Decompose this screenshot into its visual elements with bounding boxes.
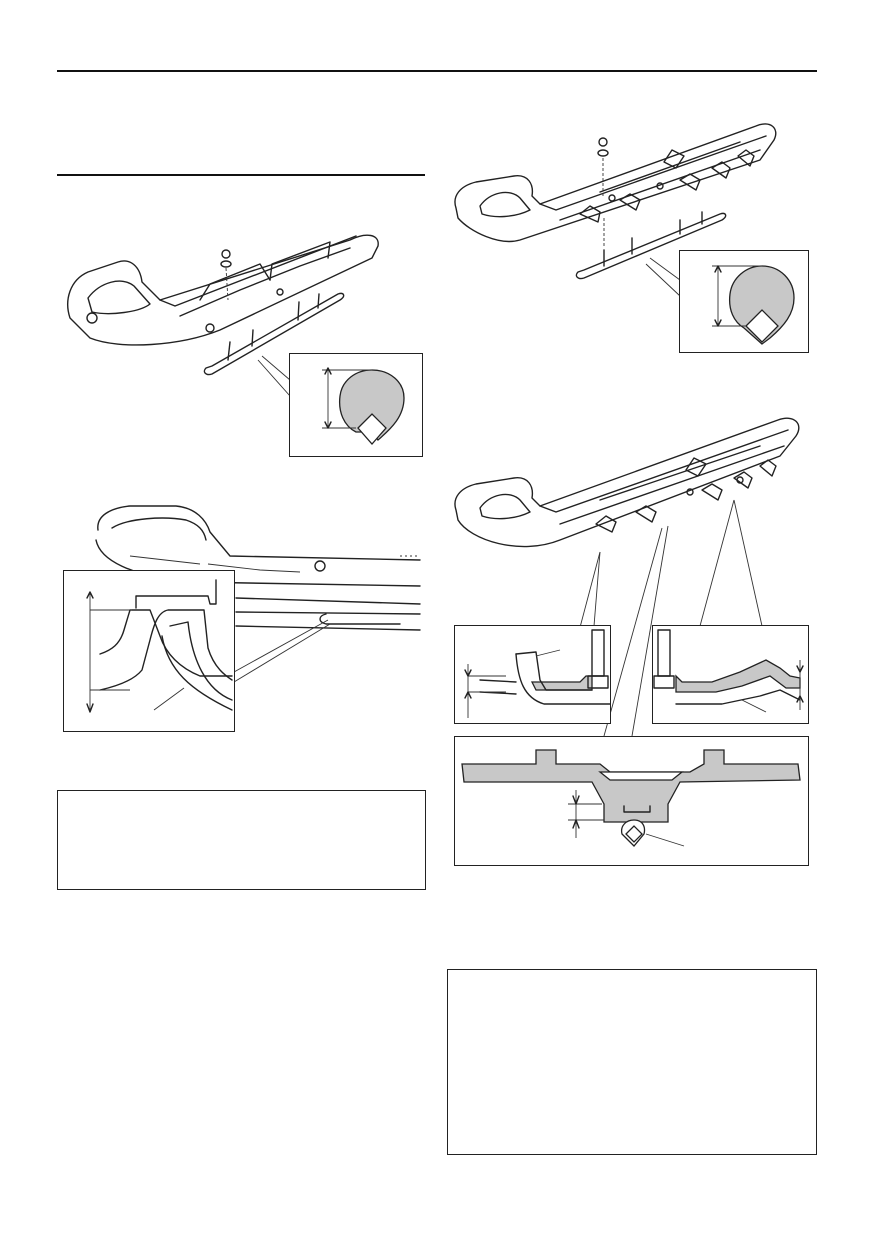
top-rule: [57, 70, 817, 72]
right-bottom-ski-body: [454, 417, 800, 548]
left-ski-body: [67, 234, 379, 346]
note-box-right: [447, 969, 817, 1155]
left-ski-nut-washer: [220, 249, 232, 301]
section-rule: [57, 174, 425, 176]
left-runner: [203, 292, 345, 376]
right-top-runner: [575, 211, 727, 280]
wear-section-front-box: [454, 625, 611, 724]
note-box-left: [57, 790, 426, 890]
right-top-ski-nut-washer: [597, 137, 609, 196]
left-wear-detail-box: [63, 570, 235, 732]
right-top-ski-body: [454, 123, 777, 242]
